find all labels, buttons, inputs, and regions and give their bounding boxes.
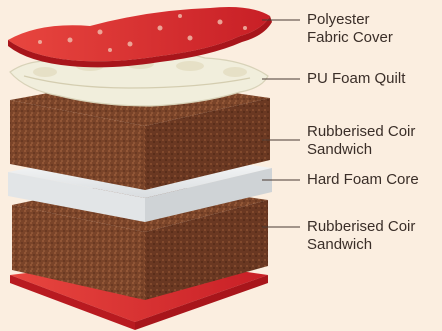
label-coir-top: Rubberised Coir Sandwich (307, 123, 415, 159)
label-fabric-cover: Polyester Fabric Cover (307, 11, 393, 47)
label-line: Sandwich (307, 141, 415, 159)
label-line: Rubberised Coir (307, 123, 415, 141)
label-hard-foam-core: Hard Foam Core (307, 171, 419, 189)
label-line: Hard Foam Core (307, 171, 419, 189)
label-line: Fabric Cover (307, 29, 393, 47)
label-line: PU Foam Quilt (307, 70, 405, 88)
label-pu-foam-quilt: PU Foam Quilt (307, 70, 405, 88)
label-coir-bottom: Rubberised Coir Sandwich (307, 218, 415, 254)
label-line: Rubberised Coir (307, 218, 415, 236)
fabric-cover-layer (8, 7, 272, 67)
label-line: Polyester (307, 11, 393, 29)
label-line: Sandwich (307, 236, 415, 254)
